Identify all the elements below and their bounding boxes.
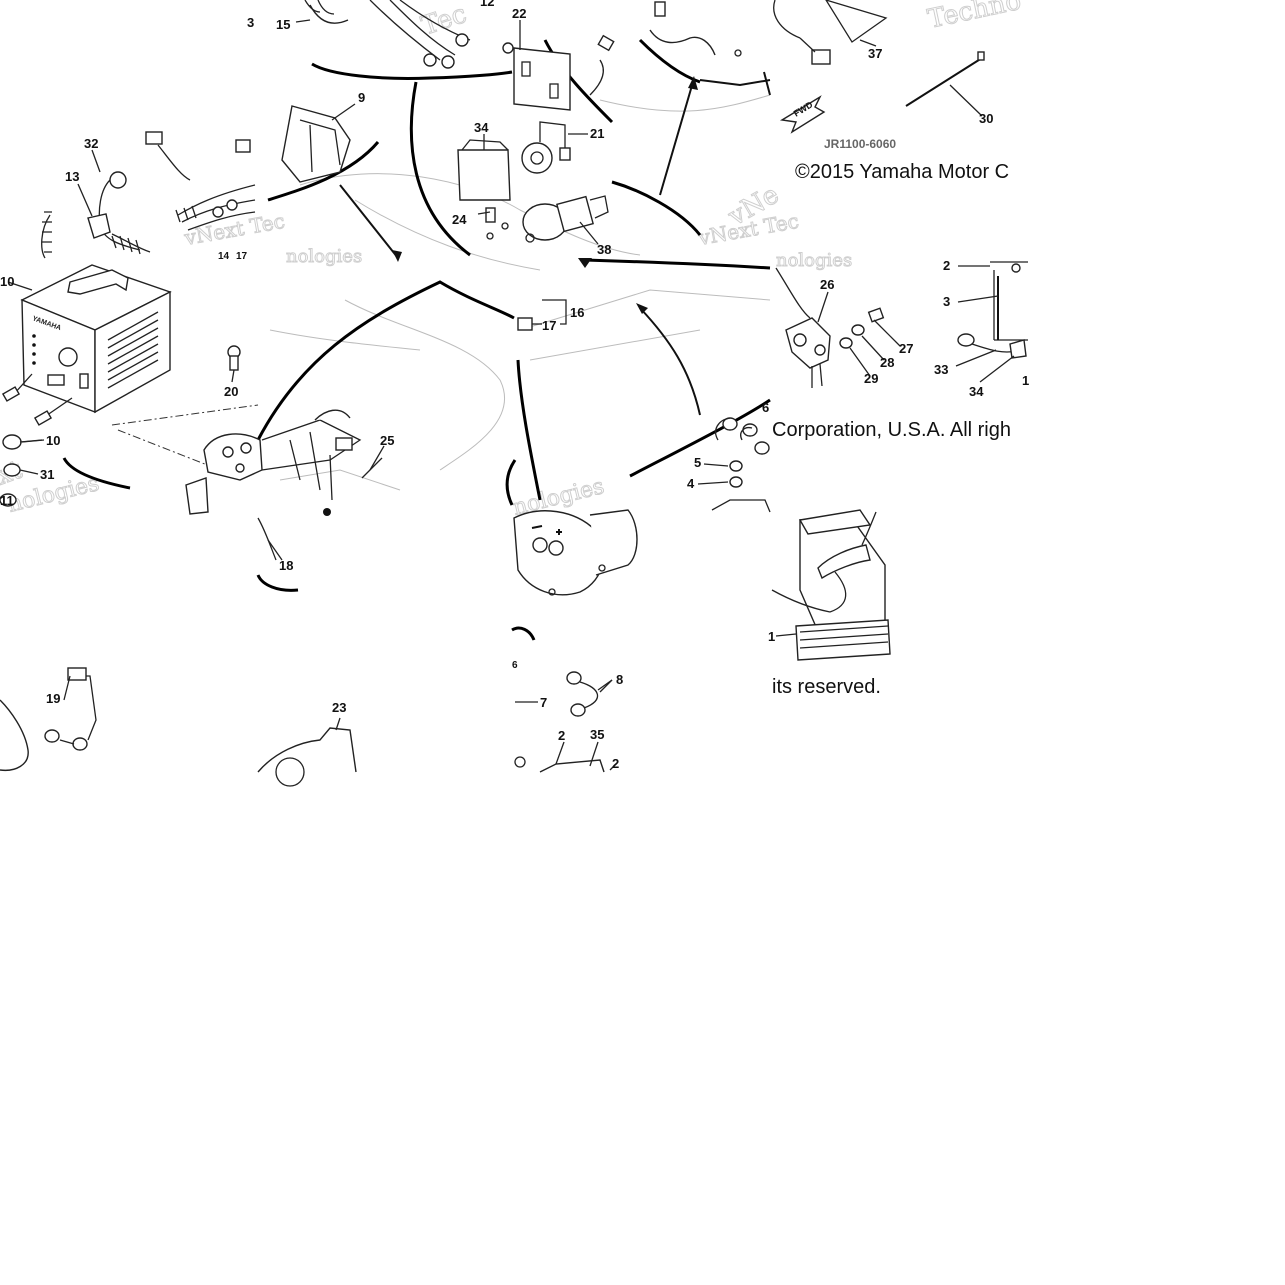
bolt-20 — [227, 345, 241, 371]
connector-16-17 — [517, 299, 567, 331]
motor-18 — [257, 517, 277, 561]
callout-label: 38 — [597, 242, 611, 257]
callout-label: 25 — [380, 433, 394, 448]
hardware-27-28-29 — [839, 307, 885, 349]
callout-leaders — [7, 19, 1015, 771]
cable-tie-30 — [905, 51, 985, 107]
callout-label: 10 — [46, 433, 60, 448]
callout-label: 1 — [1022, 373, 1029, 388]
callout-label: 3 — [247, 15, 254, 30]
callout-label: 27 — [899, 341, 913, 356]
callout-label: 17 — [236, 251, 248, 262]
callout-label: 34 — [474, 120, 489, 135]
horn-21 — [521, 121, 571, 174]
callout-label: 18 — [279, 558, 293, 573]
callout-label: 14 — [218, 251, 230, 262]
callout-label: 19 — [46, 691, 60, 706]
callout-label: 37 — [868, 46, 882, 61]
watermark-text: nologies — [776, 250, 852, 271]
copyright-line-1: ©2015 Yamaha Motor C — [795, 161, 1009, 183]
key-switch-38 — [522, 195, 609, 243]
small-connector-parts — [589, 1, 742, 96]
copyright-line-3: its reserved. — [772, 676, 881, 698]
callout-label: 8 — [616, 672, 623, 687]
forward-direction-arrow: FWD — [779, 95, 826, 134]
vehicle-outline — [269, 94, 771, 491]
battery-charger-36: YAMAHA — [1, 264, 172, 426]
solenoid-26 — [775, 267, 831, 388]
callout-label: 33 — [934, 362, 948, 377]
callout-label: 12 — [480, 0, 494, 9]
callout-label: 30 — [979, 111, 993, 126]
callout-label: 28 — [880, 355, 894, 370]
battery-1 — [771, 509, 891, 661]
terminal-parts-6-5-4 — [711, 417, 771, 513]
callout-label: 2 — [943, 258, 950, 273]
callout-label: 3 — [943, 294, 950, 309]
starter-23 — [257, 727, 357, 787]
callout-label: 32 — [84, 136, 98, 151]
callout-label: 17 — [542, 318, 556, 333]
arrow-lines — [339, 71, 771, 416]
callout-label: 23 — [332, 700, 346, 715]
callout-label: 11 — [0, 493, 14, 508]
callout-label: 9 — [358, 90, 365, 105]
corrugated-tube-15 — [304, 0, 471, 69]
cable-parts-7-8 — [514, 671, 613, 773]
callout-label: 7 — [540, 695, 547, 710]
bracket-plate-22 — [502, 42, 571, 111]
callout-label: 29 — [864, 371, 878, 386]
group-boundaries — [62, 38, 771, 641]
callout-label: 6 — [512, 660, 518, 671]
callout-label: 21 — [590, 126, 604, 141]
watermark-group: Techno vNext Tec nologies vNext Tec nolo… — [0, 0, 1024, 521]
callout-label: 22 — [512, 6, 526, 21]
callout-label: 6 — [762, 400, 769, 415]
switch-9 — [281, 105, 351, 183]
watermark-text: Techno — [925, 0, 1024, 35]
callout-label: 31 — [40, 467, 54, 482]
watermark-text: nologies — [286, 246, 362, 267]
callout-label: 10 — [0, 274, 14, 289]
callout-label: 15 — [276, 17, 290, 32]
callout-label: 4 — [687, 476, 695, 491]
callout-label: 13 — [65, 169, 79, 184]
callout-label: 26 — [820, 277, 834, 292]
controller-25 — [185, 409, 383, 516]
callout-label: 5 — [694, 455, 701, 470]
callout-label: 35 — [590, 727, 604, 742]
callout-label: 2 — [612, 756, 619, 771]
callout-label: 34 — [969, 384, 984, 399]
battery-hold-down-2-3 — [990, 261, 1028, 341]
relay-bracket-34 — [457, 139, 511, 240]
callout-label: 16 — [570, 305, 584, 320]
callout-label: 1 — [768, 629, 775, 644]
copyright-line-2: Corporation, U.S.A. All righ — [772, 419, 1011, 441]
charger-harness-parts — [41, 131, 256, 259]
reference-code: JR1100-6060 — [824, 137, 896, 151]
sensor-19 — [0, 667, 97, 772]
battery-cable-33-34 — [957, 333, 1027, 359]
wire-harness-37 — [773, 0, 888, 65]
callout-label: 20 — [224, 384, 238, 399]
electric-motor — [513, 509, 638, 596]
callout-label: 2 — [558, 728, 565, 743]
callout-labels: 3 15 12 22 37 30 9 34 21 32 13 24 38 14 … — [0, 0, 1029, 771]
callout-label: 24 — [452, 212, 467, 227]
